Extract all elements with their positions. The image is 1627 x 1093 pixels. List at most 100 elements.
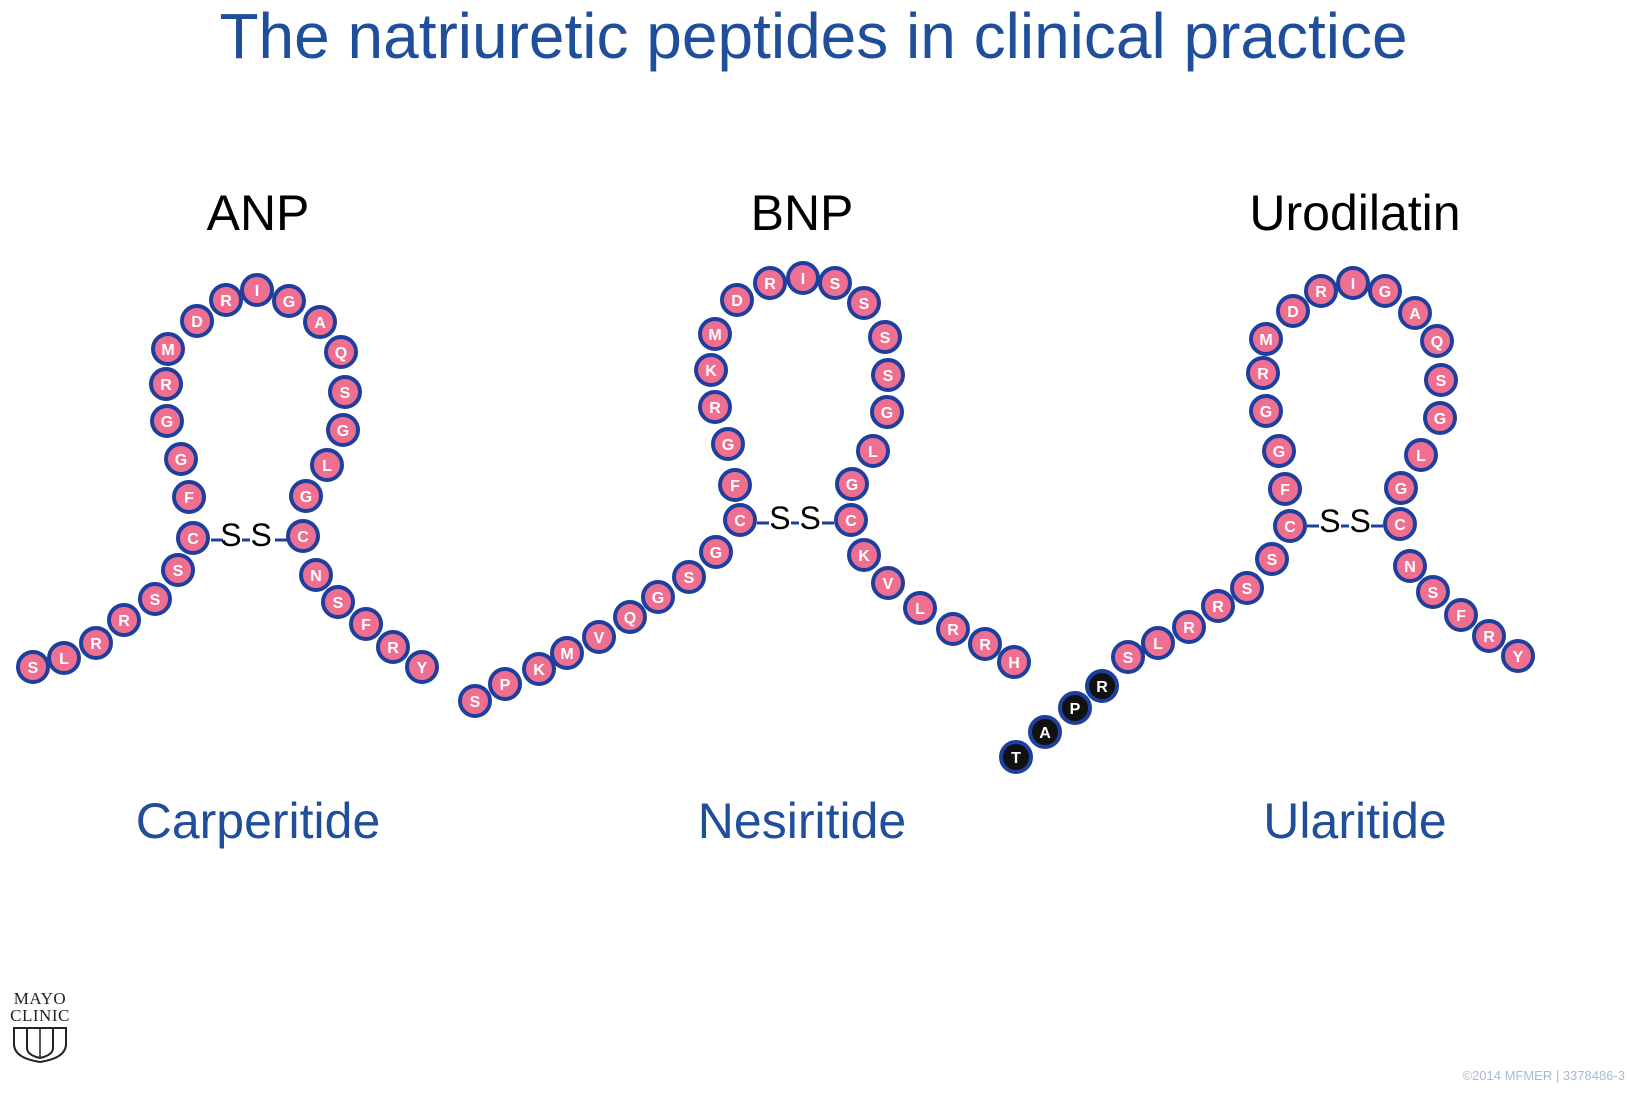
residue-letter: K (533, 662, 545, 679)
bond-label: S S (220, 517, 272, 553)
residue-letter: R (947, 622, 959, 639)
residue-letter: G (300, 489, 312, 506)
bond-label: S S (769, 500, 821, 536)
residue: S (328, 375, 362, 409)
residue: F (1268, 472, 1302, 506)
logo-text-clinic: CLINIC (10, 1006, 70, 1025)
residue-letter: D (731, 293, 743, 310)
residue-letter: R (1315, 284, 1327, 301)
residue-letter: A (314, 315, 326, 332)
residue: R (1201, 589, 1235, 623)
residue: G (641, 580, 675, 614)
residue: S (1255, 542, 1289, 576)
residue: F (718, 468, 752, 502)
residue-letter: M (708, 327, 721, 344)
residue-letter: R (1483, 629, 1495, 646)
residue: H (997, 645, 1031, 679)
residue-letter: M (1259, 332, 1272, 349)
residue-letter: S (340, 385, 351, 402)
residue-letter: S (173, 563, 184, 580)
residue-letter: Y (1513, 649, 1524, 666)
residue: L (856, 434, 890, 468)
residue-letter: M (560, 646, 573, 663)
residue: G (699, 535, 733, 569)
residue-letter: K (858, 548, 870, 565)
residue-letter: R (979, 637, 991, 654)
residue: I (1336, 266, 1370, 300)
residue-letter: S (1242, 581, 1253, 598)
residue-letter: C (845, 513, 857, 530)
residue: Q (1420, 324, 1454, 358)
residue: D (1276, 294, 1310, 328)
residue-letter: R (118, 613, 130, 630)
peptide-name: ANP (207, 185, 310, 241)
residue: R (698, 390, 732, 424)
residue: S (1230, 571, 1264, 605)
residue: R (753, 266, 787, 300)
residue: S (672, 560, 706, 594)
residue: G (326, 413, 360, 447)
residue-letter: L (1416, 448, 1426, 465)
residue-letter: F (184, 490, 194, 507)
residue: C (286, 519, 320, 553)
residue: C (176, 521, 210, 555)
bond-label: S S (1319, 503, 1371, 539)
residue: S (138, 582, 172, 616)
residue: S (818, 266, 852, 300)
residue: I (786, 261, 820, 295)
residue: S (1416, 575, 1450, 609)
shield-icon (13, 1027, 67, 1064)
residue-letter: G (1395, 481, 1407, 498)
residue-letter: G (652, 590, 664, 607)
residue-letter: L (1153, 636, 1163, 653)
residue: G (164, 442, 198, 476)
residue: L (1141, 626, 1175, 660)
residue-letter: G (881, 405, 893, 422)
residue-letter: S (28, 660, 39, 677)
residue-letter: G (1273, 444, 1285, 461)
residue: R (968, 627, 1002, 661)
residue: R (1172, 610, 1206, 644)
residue: T (999, 740, 1033, 774)
residue: A (303, 305, 337, 339)
residue: Q (324, 335, 358, 369)
residue: G (150, 404, 184, 438)
residue-letter: G (175, 452, 187, 469)
residue: I (240, 273, 274, 307)
mayo-clinic-logo: MAYO CLINIC (0, 990, 80, 1080)
residue: R (209, 283, 243, 317)
disulfide-bond: S S (1307, 503, 1383, 539)
residue-letter: S (1436, 373, 1447, 390)
residue: P (488, 667, 522, 701)
residue: G (272, 284, 306, 318)
residue-letter: G (161, 414, 173, 431)
residue: G (1368, 274, 1402, 308)
residue-letter: R (764, 276, 776, 293)
residue-letter: F (730, 478, 740, 495)
residue-letter: H (1008, 655, 1020, 672)
residue: D (180, 304, 214, 338)
residue: R (376, 630, 410, 664)
logo-text-mayo: MAYO (13, 989, 67, 1008)
residue-letter: P (500, 677, 511, 694)
residue: L (310, 448, 344, 482)
residue: C (1383, 507, 1417, 541)
residue-letter: T (1011, 750, 1021, 767)
residue-letter: F (361, 617, 371, 634)
peptide-name: Urodilatin (1249, 185, 1460, 241)
residue: Y (1501, 639, 1535, 673)
residue-letter: Q (1431, 334, 1443, 351)
residue-letter: A (1409, 306, 1421, 323)
residue-letter: V (883, 576, 894, 593)
residue: S (871, 358, 905, 392)
residue-letter: R (1096, 679, 1108, 696)
drug-name: Nesiritide (698, 793, 906, 849)
residue-letter: R (1257, 366, 1269, 383)
residue-letter: C (734, 513, 746, 530)
residue: K (847, 538, 881, 572)
residue-letter: M (161, 342, 174, 359)
residue: M (1249, 322, 1283, 356)
